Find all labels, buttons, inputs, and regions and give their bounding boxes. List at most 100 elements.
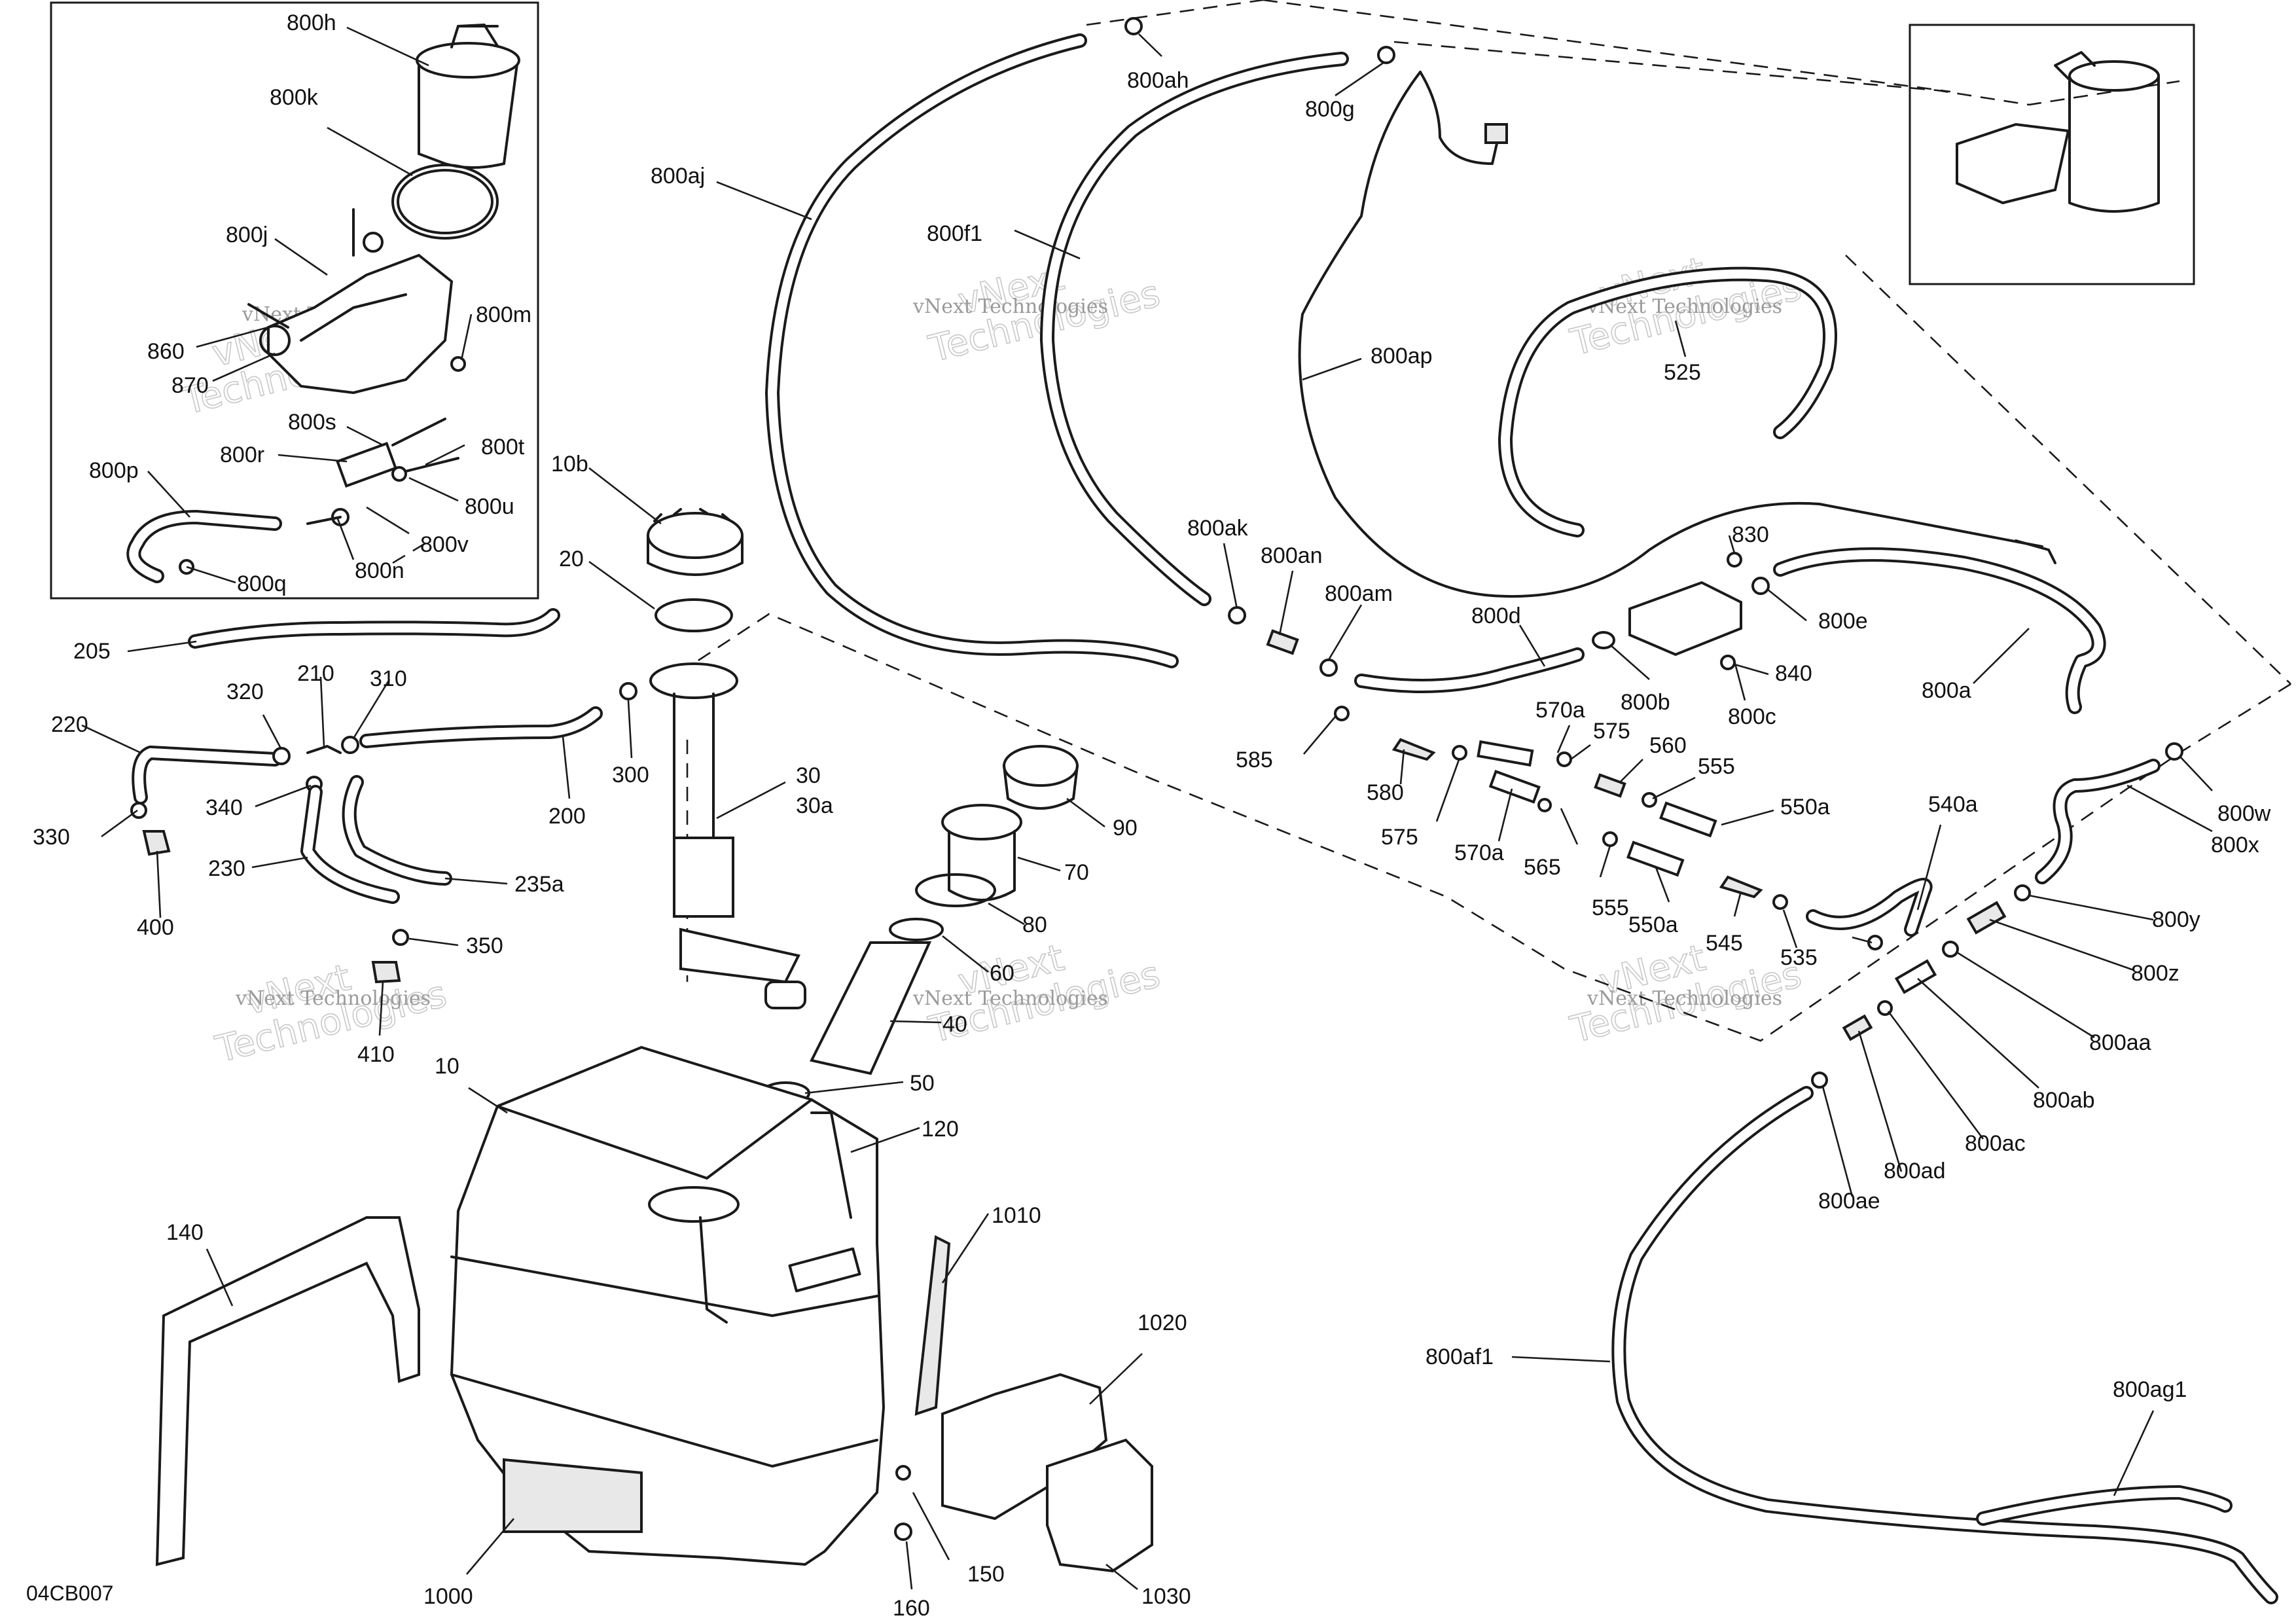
hose-800ap (1298, 71, 2056, 598)
clamp-800g (1377, 46, 1395, 64)
fitting-800ad (1842, 1014, 1873, 1041)
tee-545 (1719, 875, 1763, 899)
callout-400: 400 (137, 915, 174, 940)
clamp-565 (1537, 798, 1552, 812)
callout-800ae: 800ae (1818, 1189, 1880, 1214)
hose-525 (1498, 266, 1837, 537)
hose-800d (1354, 647, 1585, 693)
callout-800an: 800an (1261, 543, 1323, 568)
clamp-575 (1452, 745, 1467, 761)
canister-location-drawing (1956, 51, 2160, 213)
callout-40: 40 (942, 1012, 967, 1037)
callout-545: 545 (1706, 931, 1743, 956)
callout-labels: 800h 800k 800j 860 870 800m 800s 800r 80… (33, 10, 2271, 1621)
callout-320: 320 (226, 679, 264, 704)
callout-800s: 800s (288, 410, 336, 435)
callout-555: 555 (1698, 754, 1735, 779)
canister-inset-box (50, 1, 539, 600)
callout-80: 80 (1022, 912, 1047, 937)
callout-1010: 1010 (992, 1203, 1041, 1228)
callout-575: 575 (1593, 719, 1630, 744)
nut-800m (450, 356, 466, 372)
clamp-800aa (1942, 941, 1959, 958)
hose-230 (300, 785, 400, 904)
clamp-800am (1319, 659, 1338, 677)
clamp-575 (1556, 751, 1572, 767)
clamp-320 (272, 747, 291, 765)
tank-strap-120 (699, 1111, 852, 1324)
gasket-20 (655, 598, 733, 632)
callout-160: 160 (893, 1596, 930, 1621)
clamp-800b (1592, 631, 1615, 649)
callout-300: 300 (612, 763, 649, 787)
callout-800n: 800n (355, 558, 404, 583)
callout-540a: 540a (1928, 792, 1978, 817)
callout-800d: 800d (1471, 604, 1521, 628)
callout-205: 205 (73, 639, 111, 664)
callout-800j: 800j (226, 223, 268, 247)
clamp-ring-800k (391, 164, 499, 240)
callout-555: 555 (1592, 895, 1629, 920)
callout-340: 340 (206, 795, 243, 820)
callout-860: 860 (147, 339, 185, 364)
fuel-tank-10 (450, 1045, 886, 1566)
hose-205 (188, 608, 560, 649)
callout-800ak: 800ak (1187, 516, 1249, 541)
clamp-300 (619, 682, 637, 700)
screw-830 (1727, 552, 1742, 568)
tank-strap-140 (155, 1216, 420, 1566)
filler-neck-70 (941, 804, 1022, 901)
callout-150: 150 (967, 1562, 1005, 1587)
callout-585: 585 (1236, 748, 1273, 772)
fuel-pump-module-30 (649, 662, 806, 1009)
callout-800g: 800g (1305, 97, 1355, 122)
hose-800ag1 (1976, 1485, 2233, 1526)
hose-220 (132, 746, 282, 804)
tee-580 (1391, 738, 1436, 761)
watermark-small: vNext Technologies (235, 987, 431, 1010)
callout-230: 230 (208, 856, 245, 881)
callout-550a: 550a (1780, 795, 1830, 820)
callout-800ah: 800ah (1127, 68, 1189, 93)
callout-800ac: 800ac (1965, 1131, 2026, 1156)
filler-hose-40 (810, 941, 932, 1075)
callout-840: 840 (1775, 661, 1812, 686)
callout-800ab: 800ab (2033, 1088, 2095, 1113)
diagram-code: 04CB007 (26, 1581, 113, 1605)
hose-570a (1488, 770, 1541, 804)
clamp-800ak (1228, 606, 1246, 624)
evap-canister-800h (416, 24, 520, 169)
hose-800x (2035, 759, 2161, 884)
clamp-310 (341, 736, 359, 754)
callout-1000: 1000 (423, 1584, 473, 1609)
callout-565: 565 (1524, 855, 1561, 880)
clamp-800ae (1811, 1072, 1828, 1089)
hose-800a (1773, 547, 2106, 714)
clamp-350 (392, 929, 409, 946)
nut-160 (894, 1523, 912, 1541)
callout-800f1: 800f1 (927, 221, 982, 246)
washer-150 (895, 1465, 911, 1481)
canister-location-inset-box (1909, 24, 2195, 285)
callout-90: 90 (1113, 816, 1138, 840)
purge-valve-bracket-800j (247, 208, 454, 395)
callout-30: 30 (796, 763, 821, 788)
callout-120: 120 (922, 1117, 959, 1142)
callout-830: 830 (1732, 522, 1769, 547)
callout-330: 330 (33, 825, 70, 850)
callout-870: 870 (171, 373, 209, 398)
callout-410: 410 (357, 1042, 395, 1067)
callout-800v: 800v (420, 532, 469, 557)
clamp-585 (1334, 706, 1350, 721)
callout-550a: 550a (1628, 912, 1678, 937)
clamp-60 (889, 918, 944, 941)
clamp-80 (915, 873, 996, 907)
watermark-small: vNext Technologies (912, 295, 1108, 318)
tee-fitting-210 (306, 745, 342, 754)
callout-525: 525 (1664, 360, 1701, 385)
hose-800af1 (1611, 1086, 2278, 1604)
callout-800m: 800m (476, 302, 531, 327)
callout-1030: 1030 (1141, 1584, 1191, 1609)
callout-800ad: 800ad (1884, 1159, 1946, 1183)
guard-1030 (1046, 1438, 1153, 1573)
